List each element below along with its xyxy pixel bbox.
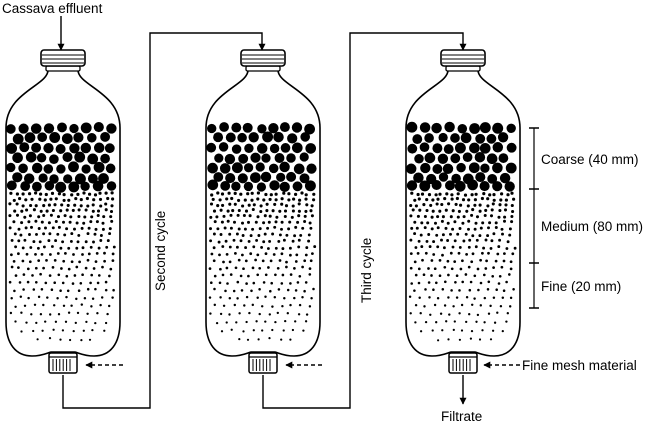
medium-fine-layer <box>408 191 517 342</box>
input-label: Cassava effluent <box>2 1 103 16</box>
mesh-filter-icon <box>448 352 478 374</box>
bottle-first <box>5 49 121 374</box>
mesh-filter-icon <box>48 352 78 374</box>
bottle-body <box>205 69 321 357</box>
cycle2-pipe <box>62 32 266 409</box>
coarse-layer <box>5 122 117 193</box>
bottle-body <box>405 69 521 357</box>
output-label: Filtrate <box>441 409 482 424</box>
mesh-filter-icon <box>248 352 278 374</box>
medium-fine-layer <box>208 191 317 341</box>
bottle-cap-icon <box>40 49 86 67</box>
mesh-label: Fine mesh material <box>522 358 637 373</box>
cycle2-label: Second cycle <box>153 211 168 291</box>
bottle-filters <box>5 49 521 374</box>
flow-lines <box>57 16 520 409</box>
bottle-third <box>405 49 521 374</box>
layer-label-medium: Medium (80 mm) <box>541 219 643 234</box>
bottle-second <box>205 49 321 374</box>
medium-fine-layer <box>8 191 116 342</box>
coarse-layer <box>405 121 517 192</box>
bottle-cap-icon <box>240 49 286 67</box>
layer-label-coarse: Coarse (40 mm) <box>541 152 639 167</box>
coarse-layer <box>206 122 317 193</box>
cycle3-label: Third cycle <box>359 238 374 303</box>
bottle-cap-icon <box>440 49 486 67</box>
bottle-body <box>5 69 121 357</box>
cycle3-pipe <box>262 32 467 409</box>
layer-label-fine: Fine (20 mm) <box>541 279 621 294</box>
